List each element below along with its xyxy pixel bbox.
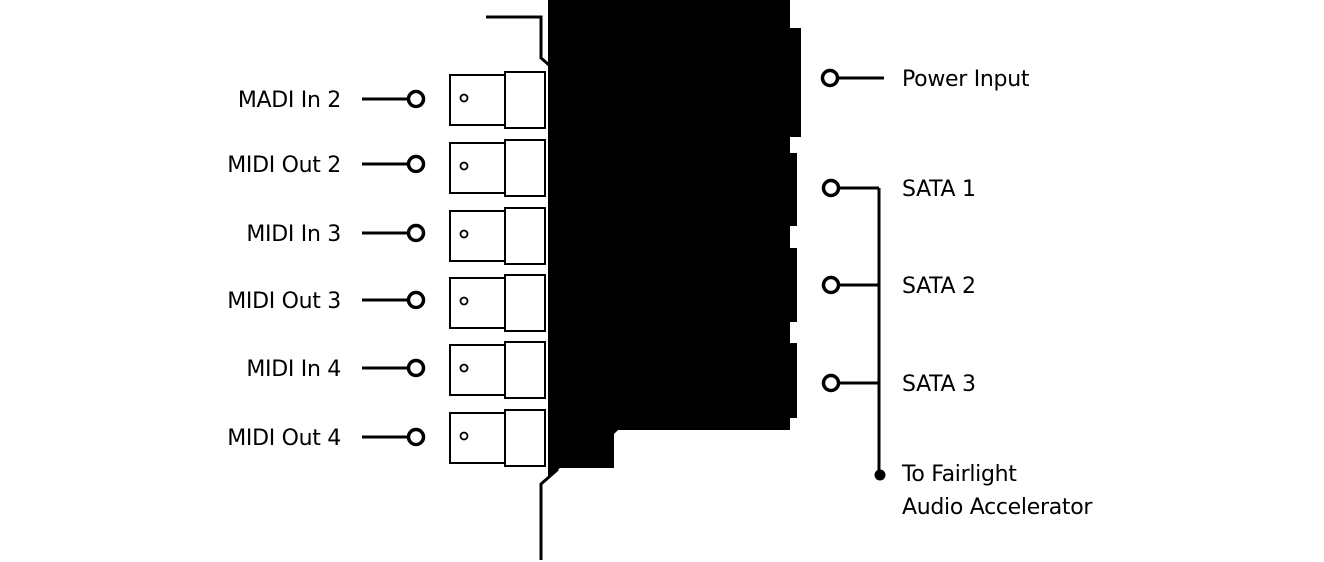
callout-dot xyxy=(406,154,426,174)
callout-dot xyxy=(406,427,426,447)
card-body xyxy=(548,0,801,478)
callout-midi-out-2: MIDI Out 2 xyxy=(227,153,426,178)
callout-dot xyxy=(821,178,841,198)
callout-midi-out-4: MIDI Out 4 xyxy=(227,426,426,451)
callout-fairlight: To Fairlight Audio Accelerator xyxy=(874,462,1094,520)
label-midi-out-3: MIDI Out 3 xyxy=(227,289,341,314)
callout-sata-2: SATA 2 xyxy=(821,274,976,299)
label-sata-1: SATA 1 xyxy=(902,177,976,202)
callout-midi-in-4: MIDI In 4 xyxy=(246,357,426,382)
callout-dot xyxy=(820,68,840,88)
label-power-input: Power Input xyxy=(902,67,1030,92)
connector-4 xyxy=(449,274,546,332)
callout-midi-out-3: MIDI Out 3 xyxy=(227,289,426,314)
label-midi-out-2: MIDI Out 2 xyxy=(227,153,341,178)
callout-madi-in-2: MADI In 2 xyxy=(238,88,426,113)
callout-dot xyxy=(406,89,426,109)
callout-dot xyxy=(406,223,426,243)
label-sata-3: SATA 3 xyxy=(902,372,976,397)
connector-3 xyxy=(449,207,546,265)
callout-dot xyxy=(406,290,426,310)
callout-power-input: Power Input xyxy=(820,67,1030,92)
callout-sata-3: SATA 3 xyxy=(821,372,976,397)
label-sata-2: SATA 2 xyxy=(902,274,976,299)
callout-midi-in-3: MIDI In 3 xyxy=(246,222,426,247)
label-midi-in-3: MIDI In 3 xyxy=(246,222,341,247)
connector-5 xyxy=(449,341,546,399)
label-fairlight-line-1: To Fairlight xyxy=(901,462,1017,487)
connector-1 xyxy=(449,71,546,129)
label-midi-out-4: MIDI Out 4 xyxy=(227,426,341,451)
label-madi-in-2: MADI In 2 xyxy=(238,88,341,113)
callout-sata-1: SATA 1 xyxy=(821,177,976,202)
connector-6 xyxy=(449,409,546,467)
callout-dot xyxy=(406,358,426,378)
left-callouts: MADI In 2 MIDI Out 2 MIDI In 3 MIDI Out … xyxy=(227,88,426,451)
right-callouts: Power Input SATA 1 SATA 2 SATA 3 To Fair… xyxy=(820,67,1094,520)
junction-dot xyxy=(874,469,886,481)
label-midi-in-4: MIDI In 4 xyxy=(246,357,341,382)
callout-dot xyxy=(821,275,841,295)
label-fairlight-line-2: Audio Accelerator xyxy=(902,495,1093,520)
connector-2 xyxy=(449,139,546,197)
callout-dot xyxy=(821,373,841,393)
connector-stack xyxy=(449,71,546,467)
